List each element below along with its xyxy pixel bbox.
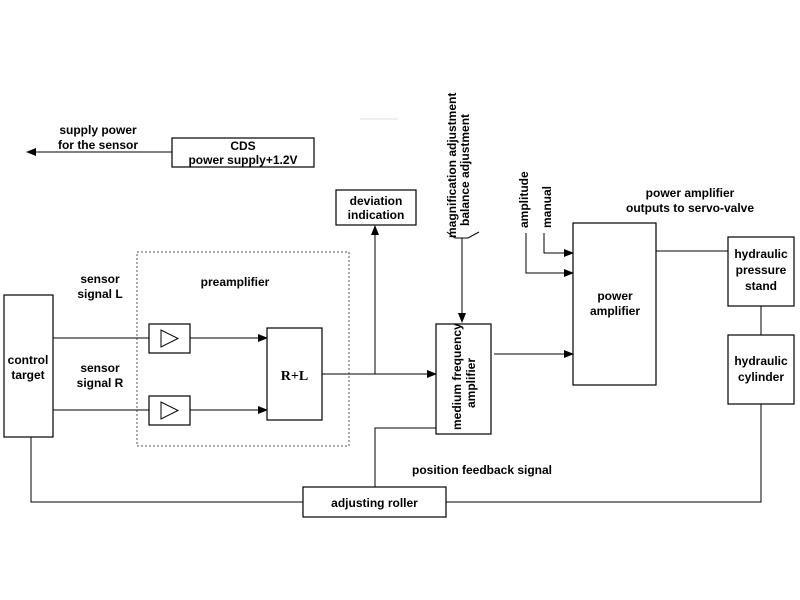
- balance-adjustment-label: balance adjustment: [458, 114, 472, 226]
- sensor-l-line1: sensor: [80, 272, 120, 286]
- hydraulic-stand-line3: stand: [745, 279, 777, 293]
- buffer-amp-l-box: [148, 323, 191, 354]
- medium-amp-line1: medium frequency: [450, 323, 464, 430]
- manual-label: manual: [540, 186, 554, 228]
- hydraulic-pressure-stand-box: [727, 236, 795, 307]
- amplitude-label: amplitude: [517, 171, 531, 228]
- hydraulic-stand-line1: hydraulic: [734, 247, 788, 261]
- power-amp-outputs-line1: power amplifier: [646, 186, 735, 200]
- hydraulic-cylinder-line2: cylinder: [738, 370, 784, 384]
- hydraulic-cylinder-line1: hydraulic: [734, 354, 788, 368]
- medium-frequency-amplifier-box: [435, 323, 492, 435]
- power-amplifier-line2: amplifier: [590, 304, 640, 318]
- control-target-line2: target: [11, 368, 44, 382]
- power-amp-outputs-line2: outputs to servo-valve: [626, 201, 754, 215]
- position-feedback-line: [374, 427, 436, 490]
- preamplifier-label: preamplifier: [201, 275, 270, 289]
- sensor-r-line2: signal R: [77, 376, 124, 390]
- control-target-to-roller-line: [30, 437, 303, 503]
- r-plus-l-box: [266, 327, 323, 421]
- power-amplifier-line1: power: [597, 289, 633, 303]
- cds-voltage-label: power supply+1.2V: [188, 153, 297, 167]
- adjusting-roller-label: adjusting roller: [331, 496, 418, 510]
- power-amplifier-box: [572, 222, 657, 386]
- control-target-line1: control: [8, 353, 49, 367]
- buffer-amp-r-box: [148, 395, 191, 426]
- hydraulic-cylinder-box: [727, 334, 795, 405]
- sensor-r-line1: sensor: [80, 361, 120, 375]
- sensor-l-line2: signal L: [77, 287, 122, 301]
- magnification-adjustment-label: magnification adjustment: [445, 93, 459, 238]
- hydraulic-stand-line2: pressure: [736, 263, 787, 277]
- deviation-line2: indication: [348, 208, 405, 222]
- supply-power-line2: for the sensor: [58, 138, 138, 152]
- adjusting-roller-box: [302, 486, 447, 518]
- deviation-indication-box: [335, 189, 417, 226]
- r-plus-l-label: R+L: [281, 369, 308, 384]
- cds-label: CDS: [230, 139, 255, 153]
- preamplifier-region: [136, 251, 350, 447]
- control-target-box: [3, 294, 54, 438]
- cds-power-supply-box: [171, 137, 315, 168]
- amplitude-arrow: [525, 233, 574, 277]
- cylinder-to-roller-line: [446, 404, 762, 503]
- manual-arrow: [543, 233, 574, 257]
- supply-power-line1: supply power: [59, 123, 137, 137]
- medium-amp-line2: amplifier: [464, 358, 478, 408]
- deviation-line1: deviation: [350, 194, 403, 208]
- amplifier-r-icon: [160, 401, 180, 420]
- amplifier-l-icon: [160, 329, 180, 348]
- position-feedback-label: position feedback signal: [412, 463, 552, 477]
